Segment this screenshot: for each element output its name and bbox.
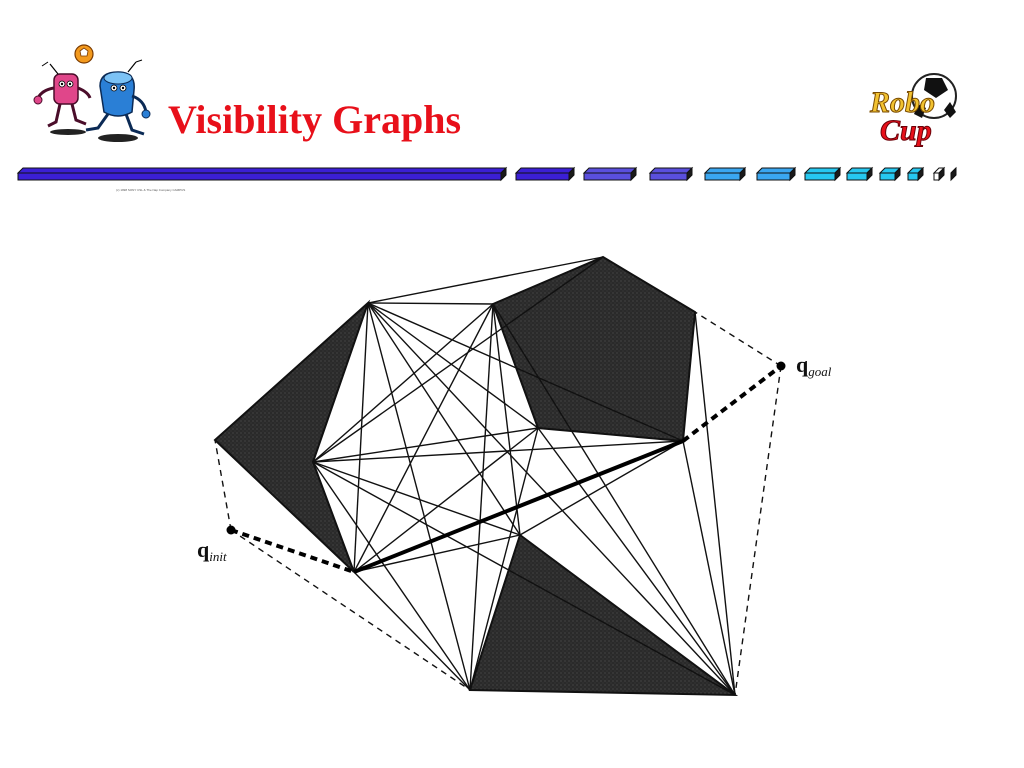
- progress-bar-segment: [906, 166, 925, 182]
- page-title: Visibility Graphs: [168, 97, 462, 142]
- header-progress-bar: [0, 160, 1024, 186]
- progress-bar-segment: [803, 166, 842, 182]
- logo-text-robo: Robo: [869, 86, 935, 119]
- progress-bar-segment: [845, 166, 874, 182]
- progress-bar-segment: [878, 166, 902, 182]
- goal-point: [776, 361, 786, 371]
- init-label-subscript: init: [209, 549, 227, 564]
- progress-bar-segment: [514, 166, 576, 182]
- mascot-credit-text: (c) 1998 SONY CSL & The Nap Company CAMP…: [116, 188, 186, 192]
- robocup-logo: Robo Cup: [866, 68, 958, 150]
- progress-bar-segment: [648, 166, 694, 182]
- visibility-edges: [312, 256, 736, 696]
- pink-robot-icon: [33, 61, 92, 128]
- init-label: qinit: [197, 538, 227, 569]
- goal-label-q: q: [796, 352, 809, 377]
- visibility-graph-diagram: [190, 240, 870, 710]
- progress-bar-segment: [950, 166, 957, 182]
- init-label-q: q: [197, 537, 210, 562]
- logo-text-cup: Cup: [880, 114, 932, 147]
- mascots-illustration: [33, 44, 151, 142]
- robocup-mascots: (c) 1998 SONY CSL & The Nap Company CAMP…: [28, 42, 185, 192]
- progress-bar-segment: [755, 166, 797, 182]
- progress-bar-segment: [703, 166, 747, 182]
- visibility-graph-svg: [213, 255, 786, 697]
- blue-robot-icon: [85, 59, 151, 136]
- shortest-path: [230, 364, 783, 574]
- soccer-ball-icon: [74, 44, 94, 64]
- robocup-logo-icon: Robo Cup: [869, 73, 957, 148]
- goal-label: qgoal: [796, 353, 831, 384]
- progress-bar-segment: [932, 166, 946, 182]
- obstacle-bottom: [468, 533, 739, 697]
- obstacle-left: [213, 299, 371, 573]
- dashed-edges: [214, 311, 782, 696]
- goal-label-subscript: goal: [808, 364, 832, 379]
- progress-bar-segment: [582, 166, 638, 182]
- progress-bar-segments: [16, 166, 957, 182]
- init-point: [226, 525, 236, 535]
- obstacle-top-right: [491, 255, 697, 443]
- progress-bar-segment: [16, 166, 508, 182]
- soccer-ball-icon: [911, 73, 957, 119]
